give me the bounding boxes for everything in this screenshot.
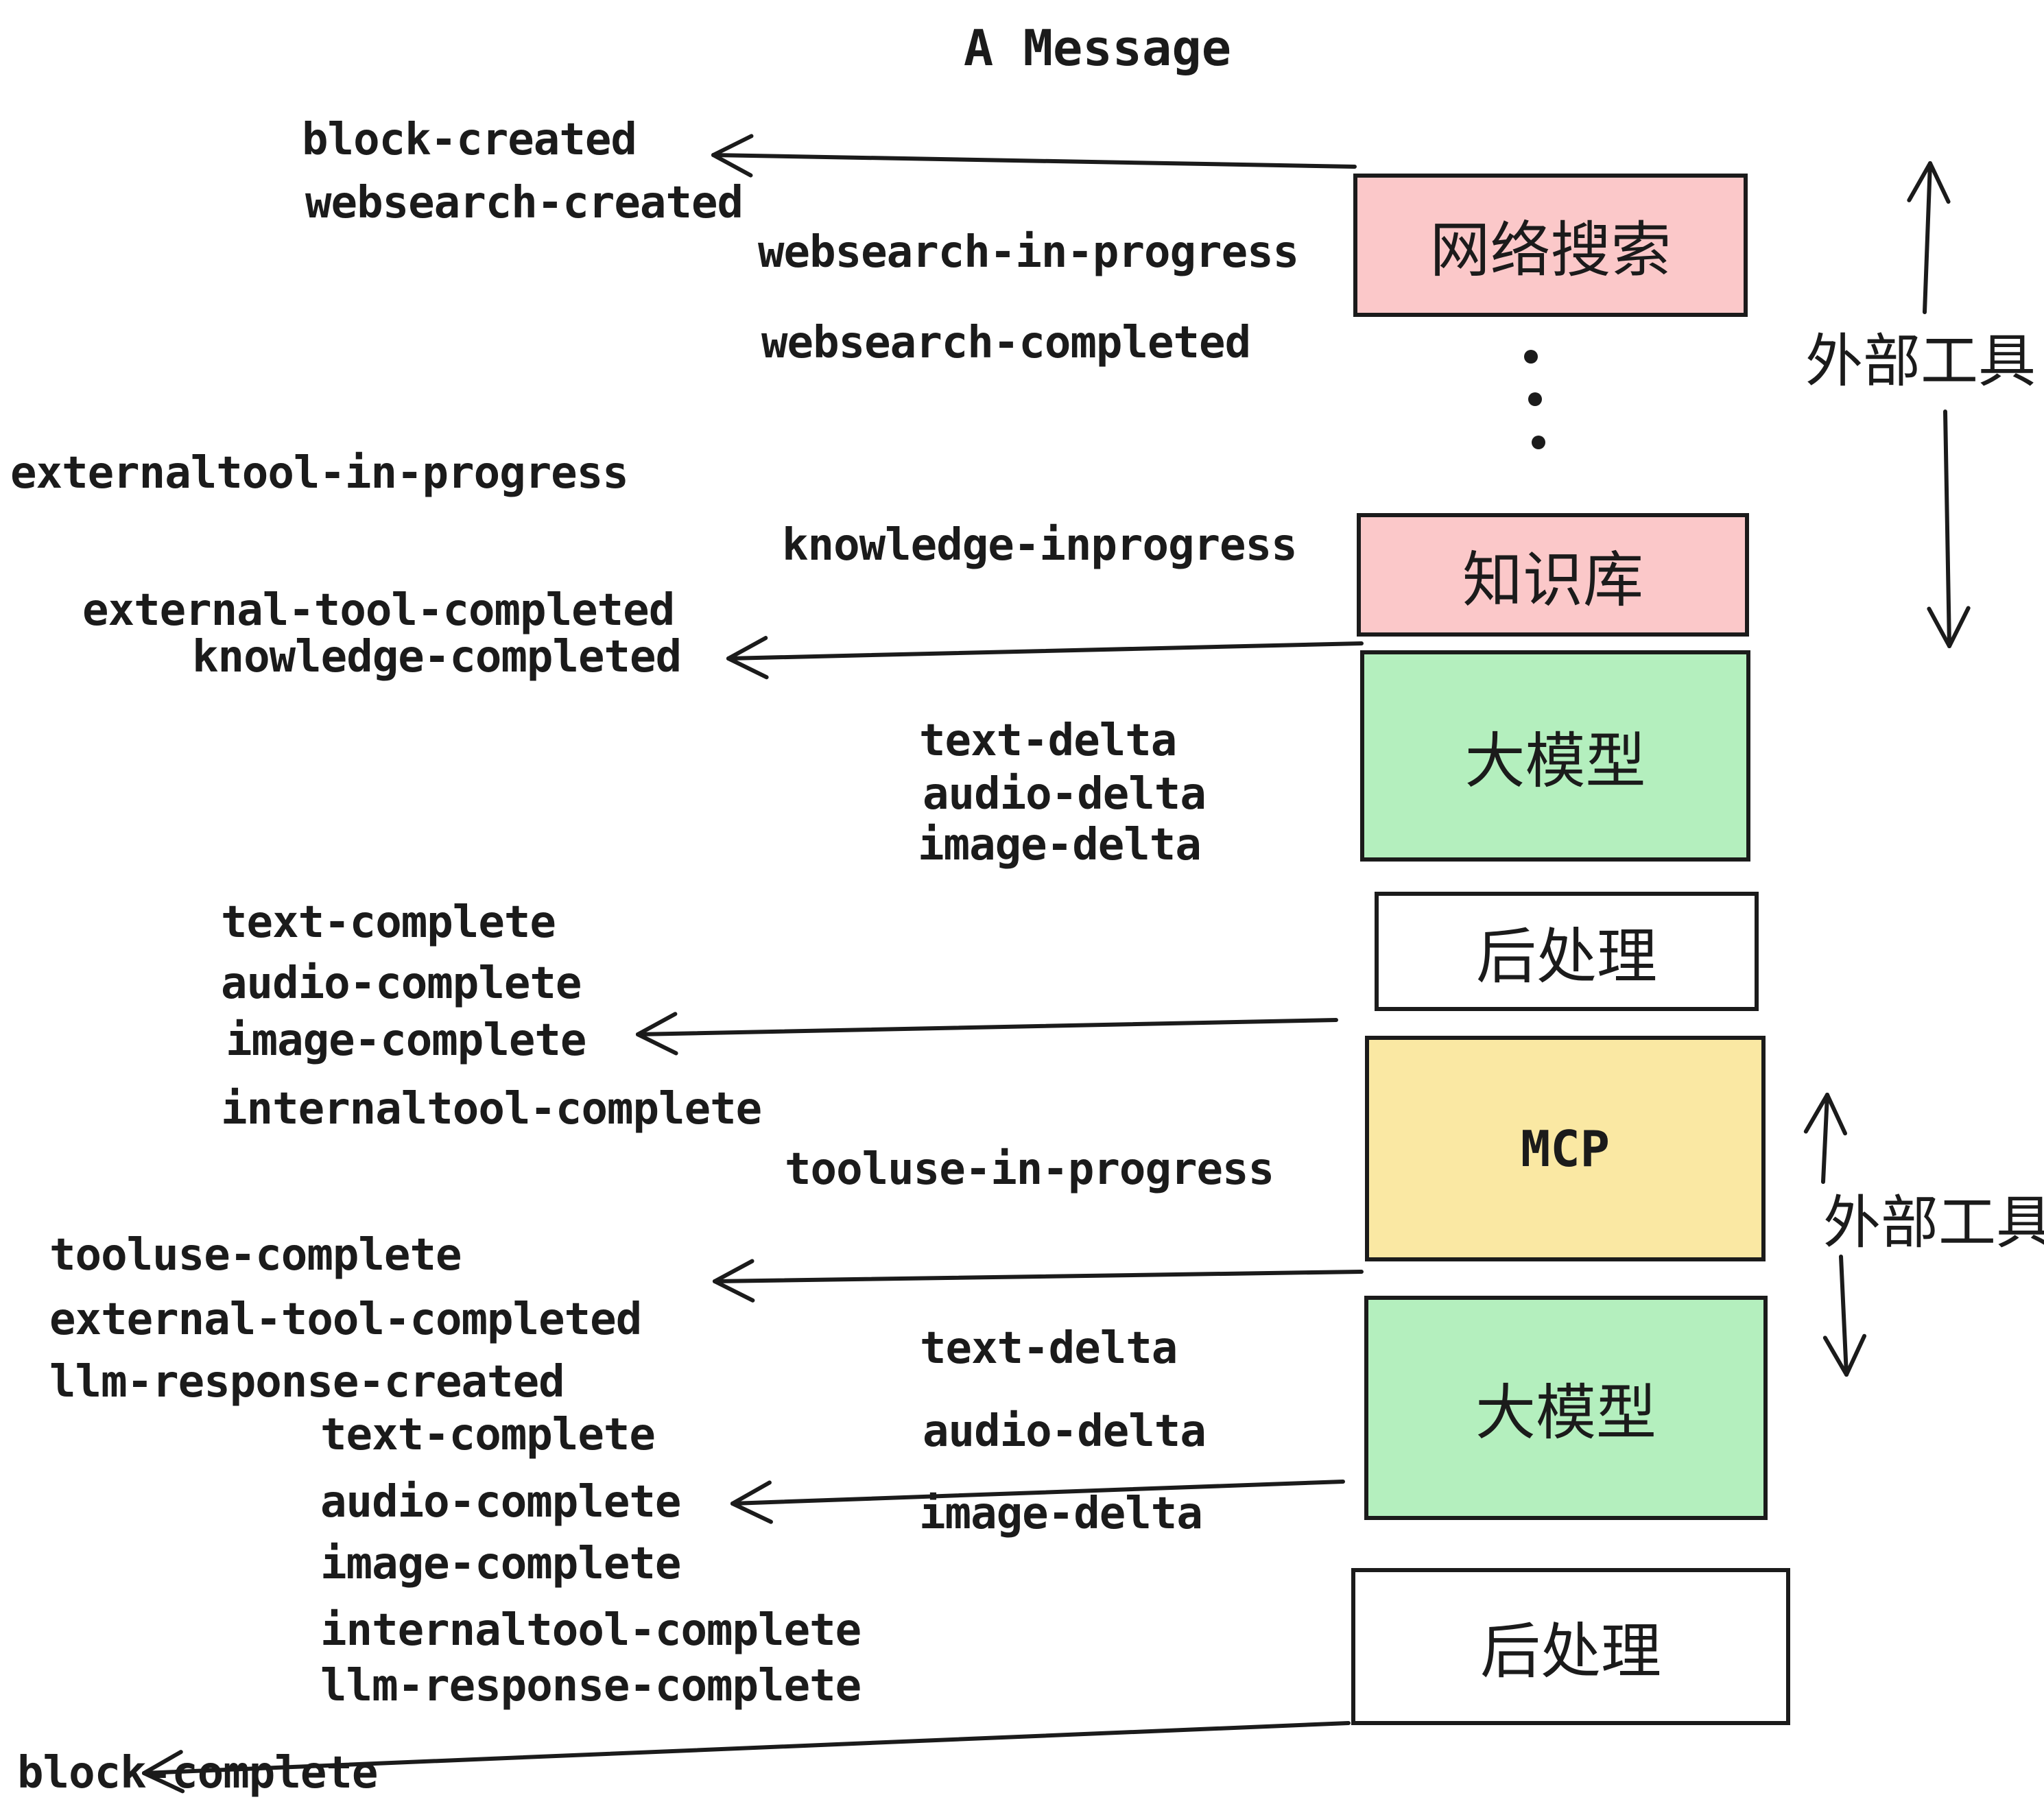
- arrow-block-created: [711, 153, 1357, 169]
- arrow-external-tools-1-down-head: [1927, 606, 1951, 648]
- event-label: block-created: [302, 115, 637, 165]
- event-label: image-complete: [226, 1015, 586, 1066]
- event-label: text-delta: [919, 715, 1177, 766]
- event-label: knowledge-completed: [192, 632, 682, 683]
- arrow-tooluse-complete-head: [713, 1279, 755, 1303]
- event-label: websearch-in-progress: [758, 227, 1299, 278]
- box-knowledge-label: 知识库: [1462, 545, 1643, 614]
- box-llm-2-label: 大模型: [1475, 1379, 1656, 1447]
- box-llm-2: 大模型: [1364, 1296, 1768, 1520]
- external-tools-label: 外部工具: [1805, 329, 2036, 394]
- event-label: llm-response-complete: [320, 1661, 861, 1711]
- event-label: audio-complete: [221, 958, 582, 1009]
- event-label: external-tool-completed: [49, 1294, 642, 1345]
- box-mcp-label: MCP: [1520, 1119, 1611, 1178]
- arrow-knowledge-completed-head: [726, 636, 768, 661]
- event-label: image-delta: [919, 1488, 1203, 1539]
- ellipsis-dot: [1532, 436, 1545, 449]
- arrow-image-complete-1-head: [636, 1032, 678, 1056]
- ellipsis-dot: [1524, 350, 1538, 364]
- arrow-external-tools-1-up-head: [1907, 161, 1932, 202]
- arrow-external-tools-1-up-head: [1928, 161, 1951, 204]
- box-postprocess-2: 后处理: [1351, 1568, 1790, 1725]
- event-label: internaltool-complete: [320, 1605, 861, 1656]
- arrow-block-created-head: [711, 153, 753, 178]
- external-tools-label: 外部工具: [1822, 1190, 2044, 1255]
- event-label: audio-delta: [923, 1406, 1207, 1457]
- box-knowledge: 知识库: [1357, 513, 1749, 637]
- box-postprocess-2-label: 后处理: [1479, 1617, 1661, 1685]
- event-label: websearch-created: [305, 178, 744, 228]
- event-label: knowledge-inprogress: [782, 520, 1298, 571]
- page-title: A Message: [963, 19, 1232, 77]
- box-websearch: 网络搜索: [1353, 174, 1748, 317]
- arrow-external-tools-2-up-head: [1803, 1093, 1829, 1134]
- arrow-block-created-head: [711, 134, 754, 157]
- arrow-image-complete-1-head: [636, 1012, 678, 1036]
- arrow-knowledge-completed-head: [726, 656, 769, 680]
- event-label: tooluse-in-progress: [785, 1144, 1274, 1195]
- event-label: websearch-completed: [761, 318, 1251, 368]
- event-label: internaltool-complete: [221, 1084, 762, 1135]
- arrow-external-tools-2-up-head: [1825, 1093, 1848, 1136]
- box-llm-1: 大模型: [1360, 650, 1750, 862]
- ellipsis-dot: [1528, 392, 1542, 406]
- arrow-external-tools-2-down: [1839, 1255, 1849, 1377]
- event-label: text-delta: [920, 1323, 1178, 1374]
- arrow-external-tools-2-down-head: [1844, 1333, 1867, 1377]
- box-postprocess-1: 后处理: [1375, 892, 1759, 1011]
- arrow-tooluse-complete: [713, 1270, 1364, 1283]
- arrow-external-tools-1-up: [1923, 161, 1932, 314]
- event-label: audio-complete: [320, 1477, 681, 1528]
- arrow-audio-complete-2-head: [730, 1480, 772, 1506]
- arrow-image-complete-1: [636, 1018, 1338, 1036]
- event-label: image-complete: [320, 1539, 681, 1589]
- box-postprocess-1-label: 后处理: [1475, 922, 1657, 990]
- event-label: tooluse-complete: [49, 1230, 462, 1281]
- event-label: block-complete: [17, 1748, 378, 1799]
- event-label: text-complete: [320, 1410, 656, 1460]
- box-mcp: MCP: [1365, 1036, 1766, 1261]
- event-label: external-tool-completed: [82, 585, 675, 636]
- arrow-external-tools-2-down-head: [1822, 1336, 1849, 1377]
- arrow-tooluse-complete-head: [713, 1259, 754, 1283]
- event-label: llm-response-created: [49, 1357, 565, 1408]
- arrow-external-tools-1-down-head: [1947, 606, 1971, 648]
- arrow-external-tools-1-down: [1943, 410, 1951, 648]
- event-label: text-complete: [221, 897, 556, 948]
- box-llm-1-label: 大模型: [1464, 726, 1646, 795]
- event-label: externaltool-in-progress: [10, 448, 629, 499]
- arrow-audio-complete-2-head: [730, 1502, 773, 1524]
- event-label: audio-delta: [923, 769, 1207, 820]
- arrow-knowledge-completed: [726, 641, 1364, 661]
- arrow-external-tools-2-up: [1821, 1093, 1829, 1184]
- event-label: image-delta: [918, 820, 1202, 870]
- box-websearch-label: 网络搜索: [1429, 216, 1672, 284]
